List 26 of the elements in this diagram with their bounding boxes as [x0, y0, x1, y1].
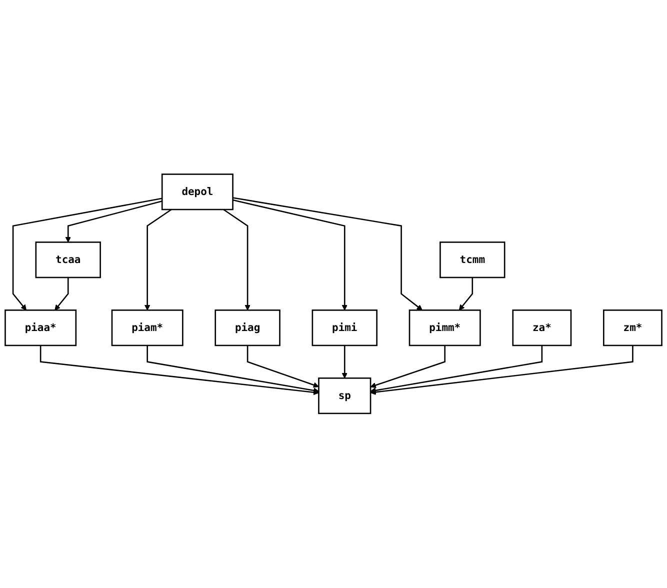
arrow	[40, 346, 319, 396]
arrow	[12, 198, 162, 311]
arrow	[144, 209, 172, 311]
arrow	[146, 346, 319, 394]
arrow	[232, 200, 348, 311]
arrow	[370, 346, 543, 394]
node-box: depol	[161, 174, 234, 210]
arrow	[246, 346, 319, 388]
node-box: pimm*	[408, 310, 481, 346]
node-box: zm*	[603, 310, 662, 346]
node-box: piag	[214, 310, 280, 346]
node-box: piaa*	[4, 310, 77, 346]
node-box: piam*	[111, 310, 184, 346]
arrow	[65, 200, 162, 243]
arrow	[370, 346, 634, 396]
arrow	[232, 197, 422, 311]
arrow	[54, 278, 69, 311]
arrow	[370, 346, 446, 388]
node-box: sp	[318, 378, 372, 414]
arrow	[223, 209, 250, 311]
arrow	[458, 278, 474, 311]
node-box: pimi	[312, 310, 378, 346]
node-box: tcmm	[440, 242, 506, 278]
node-box: za*	[512, 310, 572, 346]
node-box: tcaa	[35, 242, 101, 278]
arrow	[342, 346, 348, 379]
